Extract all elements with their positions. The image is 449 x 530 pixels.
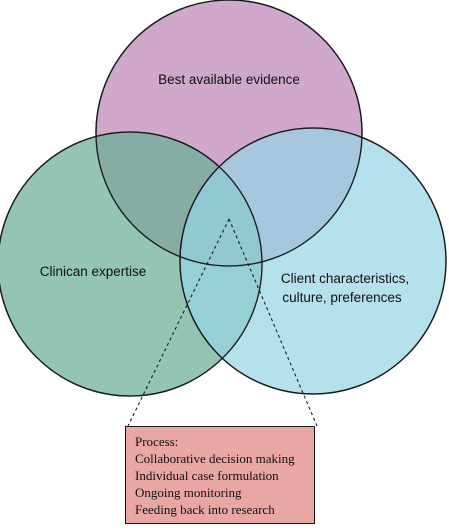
process-item: Feeding back into research (135, 502, 275, 517)
process-list: Collaborative decision making Individual… (135, 450, 314, 518)
evidence-circle-outline (95, 0, 363, 267)
client-label-line-2: culture, preferences (282, 290, 402, 305)
expertise-circle-outline (0, 131, 263, 397)
process-item: Collaborative decision making (135, 451, 295, 466)
client-circle-outline (179, 127, 447, 395)
process-box: Process: Collaborative decision making I… (125, 426, 315, 524)
callout-line-left (127, 218, 230, 427)
callout-line-right (228, 218, 318, 427)
process-item: Individual case formulation (135, 468, 279, 483)
expertise-label: Clinican expertise (40, 264, 147, 279)
client-label-line-1: Client characteristics, (281, 271, 409, 286)
evidence-label: Best available evidence (158, 72, 300, 87)
process-title: Process: (135, 434, 179, 449)
process-item: Ongoing monitoring (135, 485, 242, 500)
